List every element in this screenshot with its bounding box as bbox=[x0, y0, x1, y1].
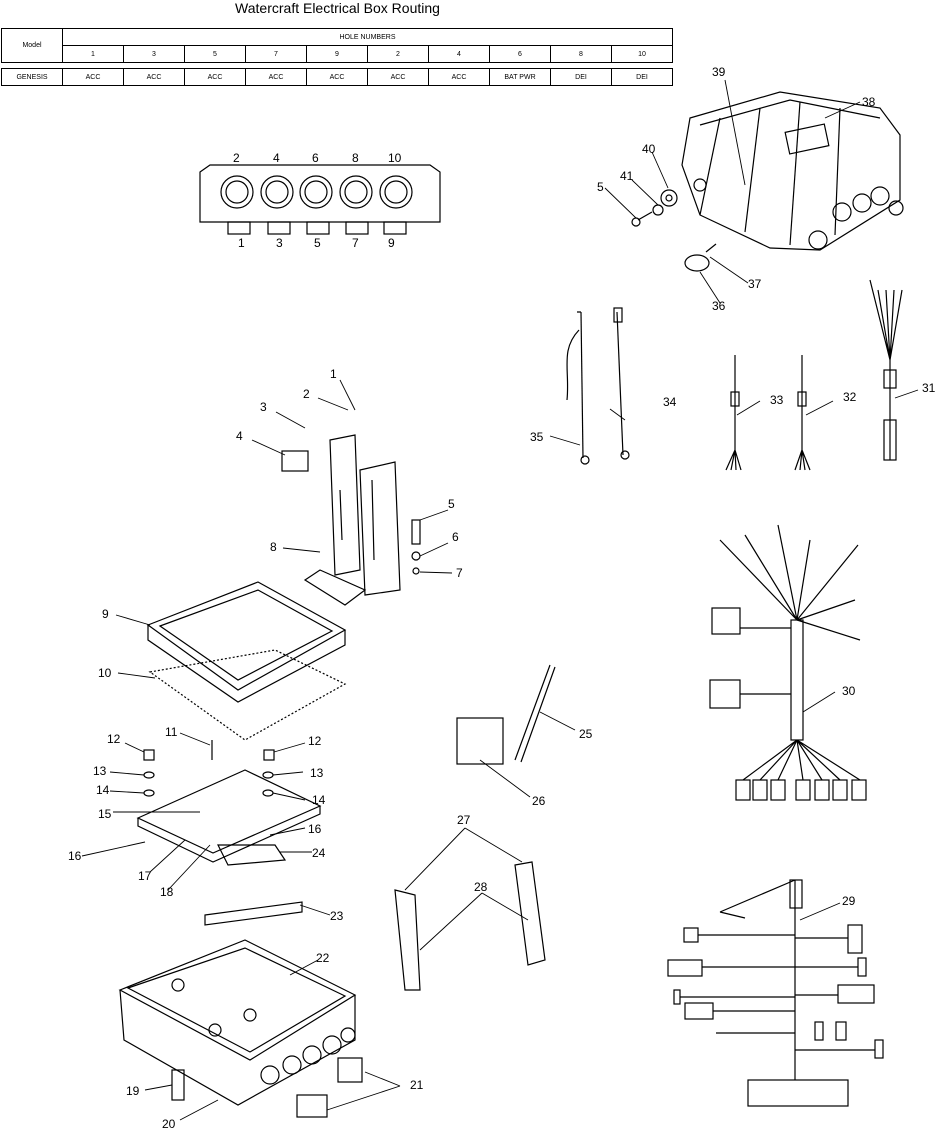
callout-39: 39 bbox=[712, 65, 726, 79]
callout-18: 18 bbox=[160, 885, 174, 899]
hole-label: 2 bbox=[233, 151, 240, 165]
callout-16b: 16 bbox=[308, 822, 322, 836]
callout-6: 6 bbox=[452, 530, 459, 544]
harness-31 bbox=[869, 279, 903, 461]
callout-13b: 13 bbox=[310, 766, 324, 780]
callout-37: 37 bbox=[748, 277, 762, 291]
callout-24: 24 bbox=[312, 846, 326, 860]
callout-22: 22 bbox=[316, 951, 330, 965]
callout-11: 11 bbox=[165, 725, 178, 739]
electrical-box-body bbox=[118, 939, 357, 1106]
callout-16: 16 bbox=[68, 849, 82, 863]
grommet-part bbox=[660, 189, 678, 207]
callout-32: 32 bbox=[843, 390, 857, 404]
lead-32 bbox=[794, 355, 811, 471]
hole-label: 4 bbox=[273, 151, 280, 165]
callout-4: 4 bbox=[236, 429, 243, 443]
hole-label: 3 bbox=[276, 236, 283, 250]
terminal-19 bbox=[171, 1069, 185, 1101]
leader-lines bbox=[81, 79, 919, 1121]
callout-38: 38 bbox=[862, 95, 876, 109]
cable-27b bbox=[514, 861, 546, 966]
callout-36: 36 bbox=[712, 299, 726, 313]
bracket-assembly bbox=[303, 434, 401, 606]
callout-5b: 5 bbox=[597, 180, 604, 194]
hole-label: 7 bbox=[352, 236, 359, 250]
hole-label: 9 bbox=[388, 236, 395, 250]
callout-15: 15 bbox=[98, 807, 112, 821]
row-cell: ACC bbox=[245, 68, 307, 86]
row-cell: ACC bbox=[123, 68, 185, 86]
box-cover bbox=[146, 581, 347, 691]
switch-part bbox=[281, 450, 309, 472]
hole-label: 10 bbox=[388, 151, 402, 165]
callout-3: 3 bbox=[260, 400, 267, 414]
callout-33: 33 bbox=[770, 393, 784, 407]
callout-5: 5 bbox=[448, 497, 455, 511]
callout-26: 26 bbox=[532, 794, 546, 808]
callout-21: 21 bbox=[410, 1078, 424, 1092]
relay-21b bbox=[296, 1094, 328, 1118]
callout-23: 23 bbox=[330, 909, 344, 923]
callout-27: 27 bbox=[457, 813, 471, 827]
table-row: GENESIS ACC ACC ACC ACC ACC ACC ACC BAT … bbox=[1, 68, 673, 86]
bracket-plate bbox=[204, 901, 303, 926]
cable-27a bbox=[394, 889, 421, 991]
hole-routing-table: Model HOLE NUMBERS 1 3 5 7 9 2 4 6 8 10 … bbox=[1, 28, 673, 86]
callout-14b: 14 bbox=[312, 793, 326, 807]
model-header: Model bbox=[1, 28, 63, 63]
row-cell: ACC bbox=[428, 68, 490, 86]
callout-20: 20 bbox=[162, 1117, 176, 1131]
row-cell: DEI bbox=[611, 68, 673, 86]
callout-7: 7 bbox=[456, 566, 463, 580]
box-gasket bbox=[148, 649, 347, 741]
callout-2: 2 bbox=[303, 387, 310, 401]
label-26 bbox=[456, 717, 504, 765]
assembled-electrical-box bbox=[681, 91, 904, 251]
callout-9: 9 bbox=[102, 607, 109, 621]
hole-number: 10 bbox=[611, 45, 673, 63]
callout-13: 13 bbox=[93, 764, 107, 778]
callout-28: 28 bbox=[474, 880, 488, 894]
callout-31: 31 bbox=[922, 381, 936, 395]
hole-label: 6 bbox=[312, 151, 319, 165]
callout-8: 8 bbox=[270, 540, 277, 554]
harness-29 bbox=[667, 879, 884, 1107]
callout-25: 25 bbox=[579, 727, 593, 741]
callout-10: 10 bbox=[98, 666, 112, 680]
callout-1: 1 bbox=[330, 367, 337, 381]
callout-numbers: 1 2 3 4 5 6 7 8 9 10 11 12 13 14 15 16 1… bbox=[68, 65, 936, 1131]
circuit-board bbox=[136, 769, 322, 854]
hole-labels: 2 4 6 8 10 1 3 5 7 9 bbox=[233, 151, 402, 250]
lead-33 bbox=[725, 355, 742, 471]
strip-25 bbox=[514, 664, 556, 763]
callout-35: 35 bbox=[530, 430, 544, 444]
callout-12b: 12 bbox=[308, 734, 322, 748]
diagram-title: Watercraft Electrical Box Routing bbox=[235, 0, 440, 16]
callout-12: 12 bbox=[107, 732, 121, 746]
callout-30: 30 bbox=[842, 684, 856, 698]
callout-29: 29 bbox=[842, 894, 856, 908]
callout-41: 41 bbox=[620, 169, 634, 183]
screw-part bbox=[411, 519, 421, 545]
callout-19: 19 bbox=[126, 1084, 140, 1098]
hole-panel-front-view bbox=[199, 164, 441, 235]
cap-part bbox=[684, 254, 710, 272]
relay-21a bbox=[337, 1057, 363, 1083]
harness-30 bbox=[709, 524, 867, 801]
cable-34 bbox=[616, 311, 624, 456]
hole-label: 8 bbox=[352, 151, 359, 165]
callout-34: 34 bbox=[663, 395, 677, 409]
cable-35 bbox=[580, 311, 584, 459]
hole-label: 1 bbox=[238, 236, 245, 250]
callout-17: 17 bbox=[138, 869, 152, 883]
callout-40: 40 bbox=[642, 142, 656, 156]
callout-14: 14 bbox=[96, 783, 110, 797]
hole-label: 5 bbox=[314, 236, 321, 250]
